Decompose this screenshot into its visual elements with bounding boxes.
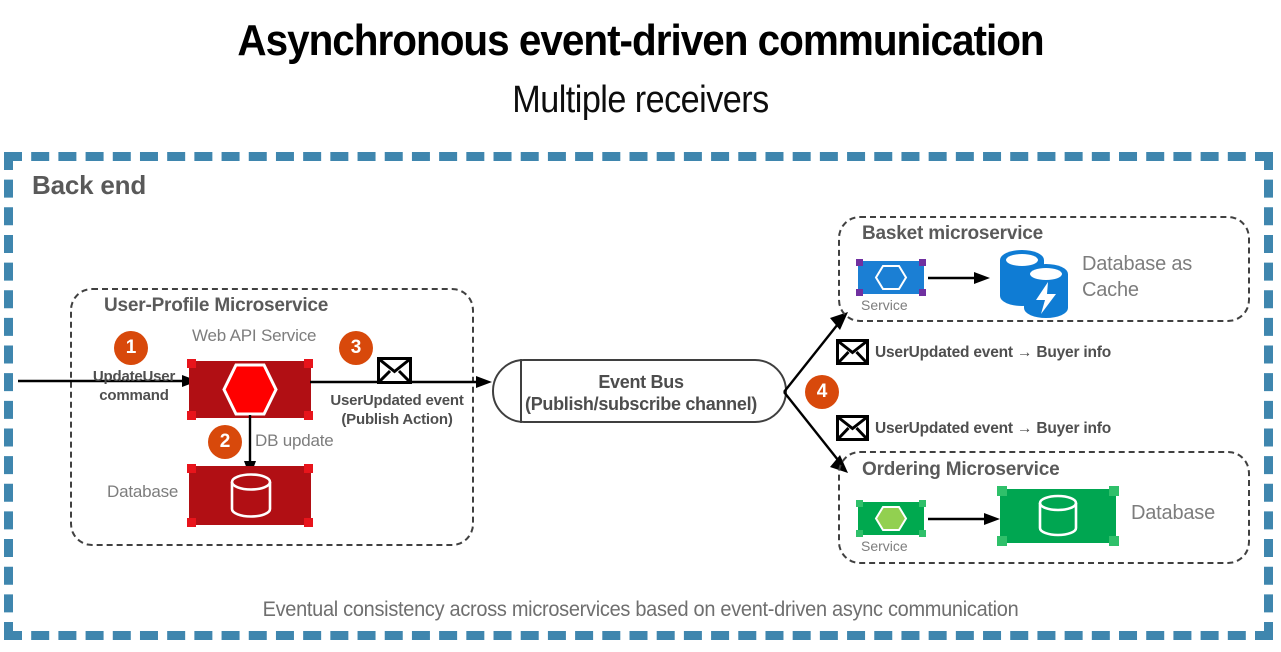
basket-service-to-cache-arrow <box>928 272 990 284</box>
ordering-store-label: Database <box>1131 502 1216 524</box>
page-title: Asynchronous event-driven communication <box>237 16 1044 65</box>
user-profile-database-box <box>187 464 313 527</box>
user-profile-microservice-group <box>70 288 474 546</box>
event-bus-cylinder-cap <box>492 359 522 423</box>
database-cache-icon <box>1000 250 1068 318</box>
user-profile-microservice-title: User-Profile Microservice <box>104 295 329 316</box>
publish-event-label: UserUpdated event (Publish Action) <box>318 391 476 429</box>
step-badge-1: 1 <box>114 331 148 365</box>
diagram-caption: Eventual consistency across microservice… <box>262 598 1019 621</box>
subscription-envelope-icon-2 <box>836 415 869 441</box>
subscription-label-2: UserUpdated event → Buyer info <box>875 420 1112 437</box>
update-user-command-line1: UpdateUser <box>92 368 176 385</box>
update-user-command-label: UpdateUser command <box>79 367 189 405</box>
publish-envelope-icon <box>377 357 412 384</box>
ordering-service-to-database-arrow <box>928 513 1000 525</box>
event-bus-label: Event Bus (Publish/subscribe channel) <box>500 371 782 415</box>
ordering-database-box <box>997 486 1119 546</box>
ordering-service-label: Service <box>861 538 908 554</box>
web-api-service-box <box>187 359 313 420</box>
basket-store-label-line1: Database as <box>1082 253 1193 275</box>
page-subtitle: Multiple receivers <box>512 79 769 121</box>
db-update-label: DB update <box>255 431 334 450</box>
basket-microservice-title: Basket microservice <box>862 223 1044 244</box>
database-cylinder-icon <box>1038 494 1078 537</box>
subscription-envelope-icon-1 <box>836 339 869 365</box>
update-user-command-line2: command <box>99 387 169 404</box>
ordering-microservice-group <box>838 451 1250 564</box>
step-badge-3: 3 <box>339 331 373 365</box>
publish-event-line2: (Publish Action) <box>341 411 453 428</box>
ordering-service-box <box>856 500 926 537</box>
basket-microservice-group <box>838 216 1250 322</box>
back-end-boundary <box>4 152 1273 640</box>
web-api-service-label: Web API Service <box>192 326 317 345</box>
basket-store-label-line2: Cache <box>1082 279 1139 301</box>
subscription-label-1: UserUpdated event → Buyer info <box>875 344 1112 361</box>
publish-event-line1: UserUpdated event <box>330 392 464 409</box>
basket-store-label: Database as Cache <box>1082 251 1192 303</box>
event-bus-subtitle: (Publish/subscribe channel) <box>525 394 757 414</box>
database-cylinder-icon <box>230 473 272 518</box>
basket-service-label: Service <box>861 297 908 313</box>
event-bus-title: Event Bus <box>598 372 684 392</box>
step-badge-4: 4 <box>805 375 839 409</box>
hexagon-icon <box>222 363 278 416</box>
user-profile-database-label: Database <box>107 482 179 501</box>
hexagon-icon <box>874 506 908 531</box>
event-bus-cylinder <box>492 359 787 423</box>
hexagon-icon <box>874 265 908 290</box>
back-end-label: Back end <box>32 170 147 200</box>
ordering-microservice-title: Ordering Microservice <box>862 459 1060 480</box>
basket-service-box <box>856 259 926 296</box>
step-badge-2: 2 <box>208 425 242 459</box>
